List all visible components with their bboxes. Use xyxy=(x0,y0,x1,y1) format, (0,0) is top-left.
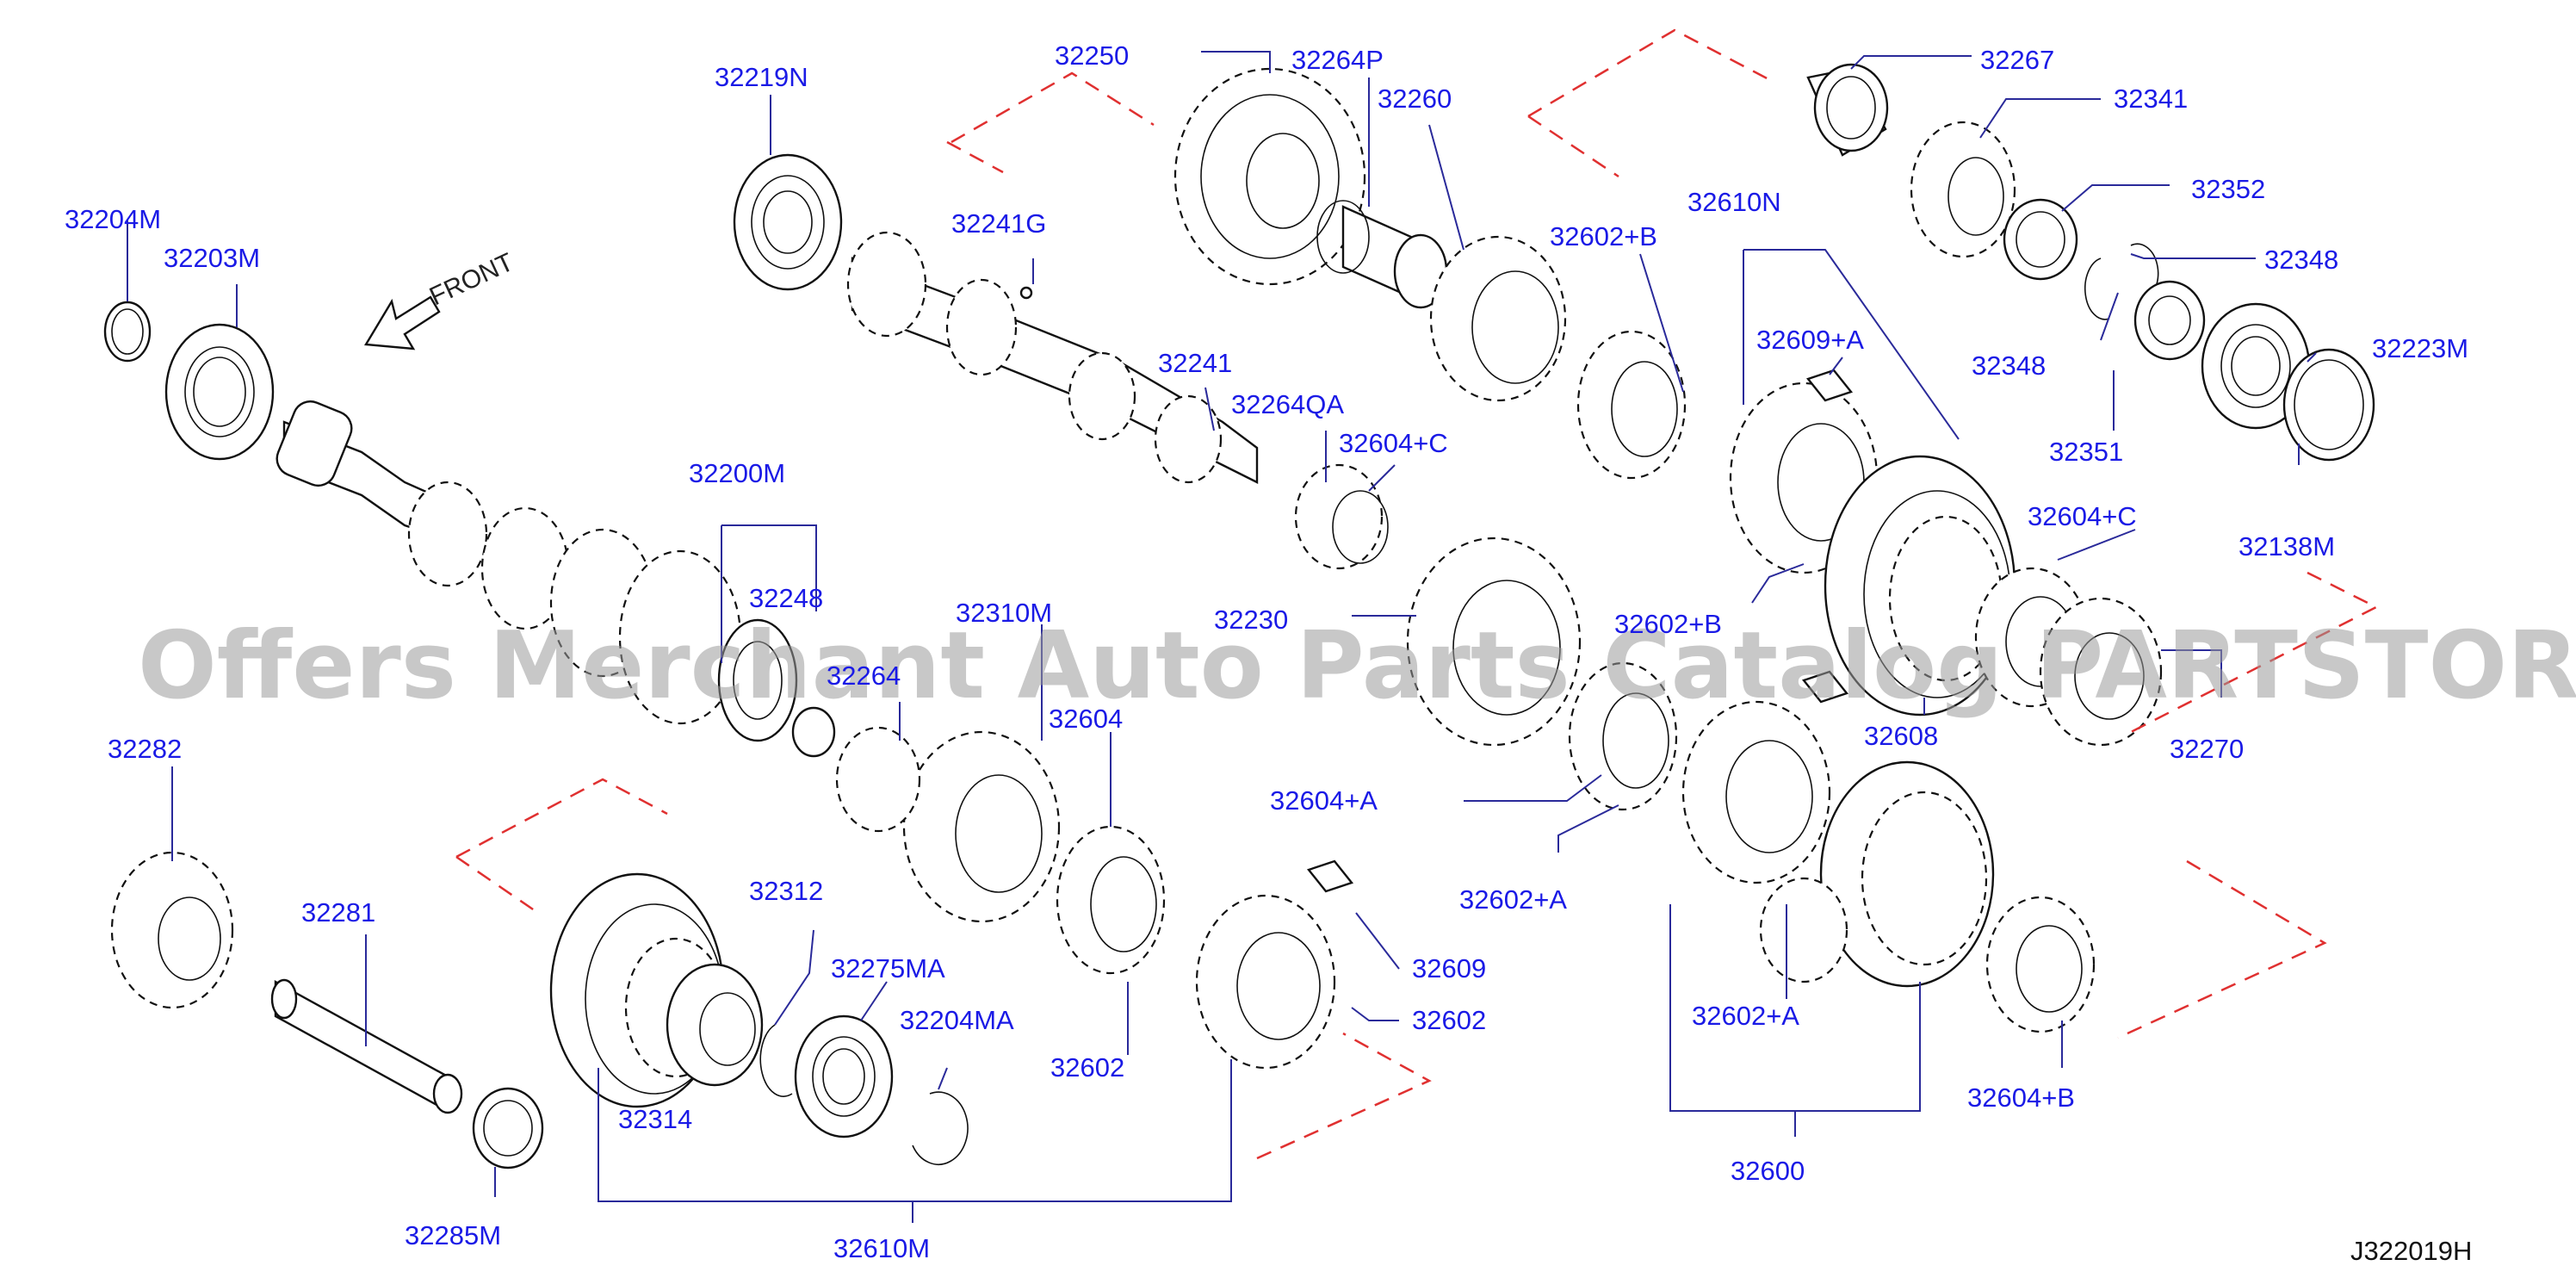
part-label[interactable]: 32314 xyxy=(618,1104,692,1134)
part-label[interactable]: 32351 xyxy=(2049,437,2123,467)
part-label[interactable]: 32602+A xyxy=(1459,884,1567,915)
gear-32230 xyxy=(1406,537,1582,747)
part-label[interactable]: 32602 xyxy=(1050,1052,1124,1083)
mainshaft-32241 xyxy=(846,231,1259,484)
part-label[interactable]: 32609 xyxy=(1412,953,1486,983)
part-label[interactable]: 32610M xyxy=(833,1233,930,1263)
part-label[interactable]: 32341 xyxy=(2114,84,2188,114)
bearing-32219n xyxy=(733,153,843,291)
front-indicator: FRONT xyxy=(363,248,518,351)
diagram-code: J322019H xyxy=(2350,1236,2472,1266)
part-label[interactable]: 32281 xyxy=(301,897,375,927)
bushing-32267 xyxy=(1806,63,1889,157)
gear-32602-lower xyxy=(1195,859,1354,1070)
sync-ring-32602b-lower xyxy=(1568,661,1678,811)
part-label[interactable]: 32604+C xyxy=(1339,428,1448,458)
coupling-sleeve-upper xyxy=(1824,455,2016,717)
part-label[interactable]: 32282 xyxy=(108,734,182,764)
part-label[interactable]: 32223M xyxy=(2372,333,2468,363)
part-label[interactable]: 32602+B xyxy=(1550,221,1657,251)
part-label[interactable]: 32241G xyxy=(951,208,1046,239)
part-label[interactable]: 32138M xyxy=(2239,531,2335,561)
sync-ring-32604 xyxy=(1056,825,1166,975)
snap-ring-32204ma xyxy=(912,1091,969,1165)
part-label[interactable]: 32609+A xyxy=(1756,325,1864,355)
sync-ring-32602b-upper xyxy=(1576,330,1687,480)
part-label[interactable]: 32602 xyxy=(1412,1005,1486,1035)
parts-drawing xyxy=(103,63,2375,1169)
gear-32260 xyxy=(1429,235,1567,402)
part-label[interactable]: 32610N xyxy=(1687,187,1781,217)
part-label[interactable]: 32602+A xyxy=(1692,1001,1799,1031)
part-label[interactable]: 32604 xyxy=(1049,704,1123,734)
bearing-32351 xyxy=(2133,280,2206,361)
part-label[interactable]: 32264 xyxy=(827,661,901,691)
gear-32341 xyxy=(1910,121,2016,258)
part-label[interactable]: 32348 xyxy=(2264,245,2338,275)
reverse-sleeve-32314 xyxy=(549,872,764,1108)
part-label[interactable]: 32604+C xyxy=(2028,501,2137,531)
part-label[interactable]: 32250 xyxy=(1055,40,1129,71)
front-label: FRONT xyxy=(425,248,518,312)
sync-ring-32602a xyxy=(1759,877,1848,983)
shaft-32281 xyxy=(270,978,463,1114)
snap-ring-32312 xyxy=(759,1024,793,1097)
needle-bearing-32264qa xyxy=(1294,463,1389,570)
ring-32138m xyxy=(2282,348,2375,462)
part-label[interactable]: 32275MA xyxy=(831,953,945,983)
part-label[interactable]: 32348 xyxy=(1972,351,2046,381)
part-label[interactable]: 32204M xyxy=(65,204,161,234)
part-label[interactable]: 32204MA xyxy=(900,1005,1014,1035)
part-label[interactable]: 32310M xyxy=(956,598,1052,628)
part-label[interactable]: 32602+B xyxy=(1614,609,1722,639)
bearing-32203m xyxy=(164,323,275,461)
gear-32270 xyxy=(2039,597,2163,747)
snap-ring-32204m xyxy=(103,301,152,363)
input-shaft xyxy=(276,400,798,742)
watermark-text: Offers Merchant Auto Parts Catalog PARTS… xyxy=(138,612,2576,720)
part-label[interactable]: 32230 xyxy=(1214,605,1288,635)
gear-32310m xyxy=(835,726,1061,923)
part-label[interactable]: 32600 xyxy=(1731,1156,1805,1186)
sleeve-32264p xyxy=(1316,200,1448,309)
part-label[interactable]: 32260 xyxy=(1378,84,1452,114)
sync-ring-32604b xyxy=(1985,896,2096,1033)
part-label[interactable]: 32352 xyxy=(2191,174,2265,204)
part-labels: 32204M 32203M 32219N 32250 32264P 32260 … xyxy=(65,40,2468,1263)
part-label[interactable]: 32285M xyxy=(405,1220,501,1250)
part-label[interactable]: 32267 xyxy=(1980,45,2054,75)
part-label[interactable]: 32608 xyxy=(1864,721,1938,751)
part-label[interactable]: 32219N xyxy=(715,62,808,92)
leader-lines xyxy=(127,51,2317,1223)
ring-32285m xyxy=(472,1087,544,1169)
part-label[interactable]: 32604+B xyxy=(1967,1083,2075,1113)
part-label[interactable]: 32270 xyxy=(2170,734,2244,764)
synchro-hub-32608 xyxy=(1681,670,1849,884)
bearing-32275ma xyxy=(794,1014,894,1138)
part-label[interactable]: 32264QA xyxy=(1231,389,1344,419)
part-label[interactable]: 32248 xyxy=(749,583,823,613)
part-label[interactable]: 32203M xyxy=(164,243,260,273)
part-label[interactable]: 32604+A xyxy=(1270,785,1378,816)
part-label[interactable]: 32312 xyxy=(749,876,823,906)
ring-32352 xyxy=(2003,198,2078,281)
spacer-32248 xyxy=(791,706,836,758)
front-arrow-icon xyxy=(363,295,441,351)
part-label[interactable]: 32264P xyxy=(1291,45,1384,75)
gear-32250 xyxy=(1173,67,1366,286)
part-label[interactable]: 32241 xyxy=(1158,348,1232,378)
gear-32282 xyxy=(110,851,234,1009)
dashed-contours xyxy=(455,28,2379,1160)
part-label[interactable]: 32200M xyxy=(689,458,785,488)
key-32609a xyxy=(1805,369,1854,402)
coupling-sleeve-lower xyxy=(1819,760,1995,988)
